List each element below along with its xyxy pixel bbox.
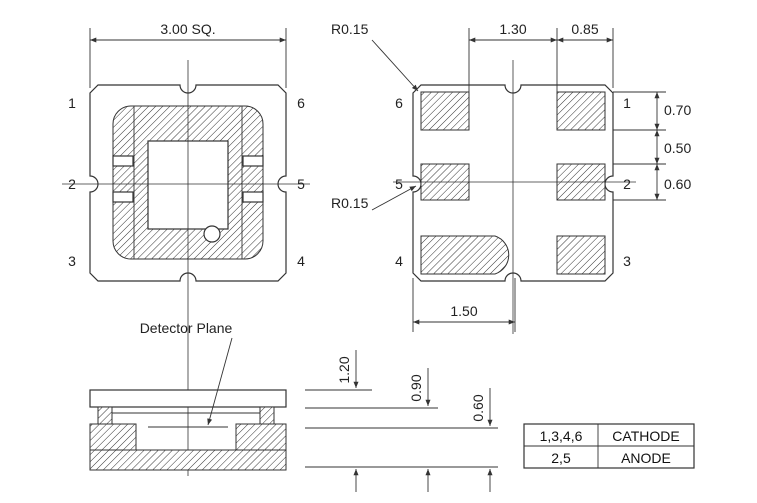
side-lid xyxy=(89,389,287,408)
orientation-dot xyxy=(203,225,221,243)
top-pin-6: 6 xyxy=(297,95,305,111)
dimension-large-pad-label: 1.50 xyxy=(450,303,477,319)
side-post-right xyxy=(259,406,275,425)
bottom-pin-1: 1 xyxy=(623,95,631,111)
table-cell-anode: ANODE xyxy=(621,450,671,466)
top-pin-4: 4 xyxy=(297,253,305,269)
top-pin-1: 1 xyxy=(68,95,76,111)
pad-1 xyxy=(556,91,606,131)
bottom-pin-3: 3 xyxy=(623,253,631,269)
bottom-pin-6: 6 xyxy=(395,95,403,111)
bottom-pin-2: 2 xyxy=(623,176,631,192)
detector-plane-label: Detector Plane xyxy=(140,320,233,336)
radius-label-mid: R0.15 xyxy=(331,195,369,211)
side-post-left xyxy=(97,406,113,425)
table-cell-pins-cathode: 1,3,4,6 xyxy=(540,428,583,444)
dimension-margin-label: 0.85 xyxy=(571,21,598,37)
notch-left-top xyxy=(112,155,134,167)
pin-function-table: 1,3,4,6 CATHODE 2,5 ANODE xyxy=(523,423,695,469)
pad-6 xyxy=(420,91,470,131)
top-pin-5: 5 xyxy=(297,176,305,192)
dimension-pad-height-label: 0.70 xyxy=(664,102,691,118)
dimension-mid-pad-label: 0.60 xyxy=(664,176,691,192)
dimension-gap-label: 0.50 xyxy=(664,140,691,156)
top-view: 3.00 SQ. 1 2 3 4 5 6 xyxy=(62,21,310,476)
bottom-pin-5: 5 xyxy=(395,176,403,192)
top-pin-3: 3 xyxy=(68,253,76,269)
side-wall-left xyxy=(89,423,137,451)
dimension-width-label: 3.00 SQ. xyxy=(160,21,215,37)
detector-plane-leader xyxy=(207,337,233,426)
bottom-view: 1.30 0.85 0.70 0.50 0.60 1.50 R0.15 R0.1… xyxy=(331,21,691,334)
radius-leader-mid xyxy=(371,185,417,211)
pad-3 xyxy=(556,235,606,275)
side-base xyxy=(89,449,287,471)
bottom-pin-4: 4 xyxy=(395,253,403,269)
height-total-label: 1.20 xyxy=(336,356,352,383)
top-pin-2: 2 xyxy=(68,176,76,192)
pad-4 xyxy=(420,235,510,275)
height-plane-label: 0.60 xyxy=(470,394,486,421)
side-wall-right xyxy=(235,423,287,451)
radius-leader-top xyxy=(371,39,419,92)
notch-right-top xyxy=(242,155,264,167)
table-cell-cathode: CATHODE xyxy=(612,428,679,444)
table-cell-pins-anode: 2,5 xyxy=(551,450,571,466)
side-view: Detector Plane 1.20 0.90 0.60 xyxy=(89,320,498,492)
notch-right-bottom xyxy=(242,191,264,203)
dimension-pitch-label: 1.30 xyxy=(499,21,526,37)
notch-left-bottom xyxy=(112,191,134,203)
radius-label-top: R0.15 xyxy=(331,21,369,37)
height-mid-label: 0.90 xyxy=(408,374,424,401)
